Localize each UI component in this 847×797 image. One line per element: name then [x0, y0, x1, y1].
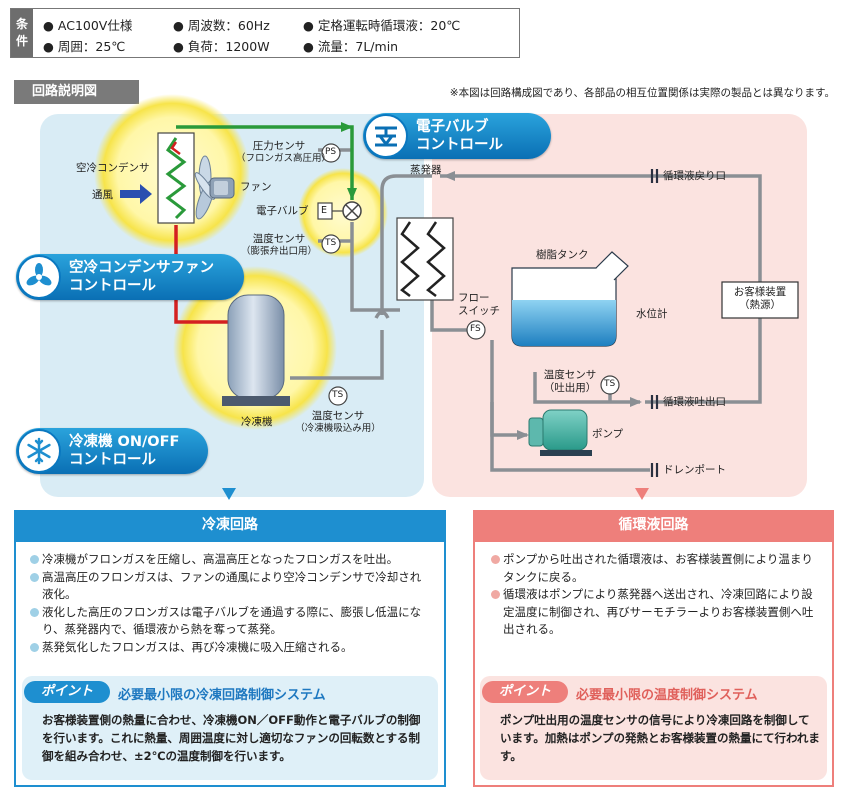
pipe-return — [440, 174, 762, 282]
label-compressor: 冷凍機 — [241, 416, 273, 428]
tank-icon — [511, 251, 629, 347]
label-temp-sensor-out: 温度センサ（吐出用） — [543, 369, 597, 395]
label-customer: お客様装置（熱源） — [733, 286, 787, 312]
refrigeration-bullets: 冷凍機がフロンガスを圧縮し、高温高圧となったフロンガスを吐出。 高温高圧のフロン… — [30, 551, 432, 656]
pipe-drain — [490, 402, 650, 472]
condition-rated-temp: ● 定格運転時循環液：20℃ — [303, 18, 461, 33]
circulation-bullet: 循環液はポンプにより蒸発器へ送出され、冷凍回路により設定温度に制御され、再びサー… — [491, 586, 823, 639]
label-return-port: 循環液戻り口 — [663, 170, 726, 182]
snowflake-icon — [17, 429, 61, 473]
valve-control-icon — [364, 114, 408, 158]
condition-load: ● 負荷：1200W — [173, 39, 270, 54]
circulation-bullet: ポンプから吐出された循環液は、お客様装置側により温まりタンクに戻る。 — [491, 551, 823, 586]
comp-control-line1: 冷凍機 ON/OFF — [69, 433, 180, 450]
label-level: 水位計 — [636, 308, 668, 320]
condenser-box — [157, 132, 195, 224]
valve-control-line1: 電子バルブ — [416, 118, 489, 135]
label-condenser: 空冷コンデンサ — [76, 162, 150, 174]
ts-text-out: TS — [604, 379, 616, 389]
diagram-title: 回路説明図 — [14, 80, 139, 104]
conditions-tag: 条 件 — [11, 9, 33, 57]
pipe-valve-down — [350, 222, 400, 312]
refrigeration-bullet: 冷凍機がフロンガスを圧縮し、高温高圧となったフロンガスを吐出。 — [30, 551, 432, 569]
pipe-outlet — [645, 318, 762, 404]
customer-box — [721, 281, 799, 319]
ts-sensor-out — [600, 375, 620, 395]
label-flow-switch: フロースイッチ — [458, 292, 500, 318]
label-pump: ポンプ — [592, 428, 624, 440]
refrigeration-point-body: お客様装置側の熱量に合わせ、冷凍機ON／OFF動作と電子バルブの制御を行います。… — [42, 713, 421, 763]
ts-sensor-comp — [328, 386, 348, 406]
fan-control-line2: コントロール — [69, 278, 156, 294]
pipe-return-comp — [290, 330, 384, 380]
label-drain-port: ドレンポート — [663, 464, 726, 476]
compressor-icon — [222, 294, 290, 406]
label-outlet-port: 循環液吐出口 — [663, 396, 726, 408]
circulation-point-body: ポンプ吐出用の温度センサの信号により冷凍回路を制御しています。加熱はポンプの発熱… — [500, 713, 820, 763]
condition-voltage: ● AC100V仕様 — [43, 18, 133, 33]
circulation-heading: 循環液回路 — [473, 510, 834, 540]
airflow-arrow — [120, 184, 152, 204]
pipe-evap-to-valve — [380, 174, 432, 315]
condition-frequency: ● 周波数：60Hz — [173, 18, 270, 33]
valve-control-badge: 電子バルブコントロール — [363, 113, 551, 159]
pipe-pump-down — [490, 340, 527, 437]
circuit-diagram — [94, 94, 799, 500]
fs-text: FS — [470, 324, 481, 334]
condition-flow: ● 流量：7L/min — [303, 39, 399, 54]
diagram-note: ※本図は回路構成図であり、各部品の相互位置関係は実際の製品とは異なります。 — [449, 87, 835, 99]
label-airflow: 通風 — [92, 189, 113, 201]
comp-control-line2: コントロール — [69, 452, 156, 468]
refrigeration-heading: 冷凍回路 — [14, 510, 446, 540]
fan-icon — [194, 155, 235, 220]
label-evaporator: 蒸発器 — [410, 164, 442, 176]
ts-text-comp: TS — [332, 390, 344, 400]
ps-text: PS — [325, 147, 337, 157]
label-valve: 電子バルブ — [256, 205, 309, 217]
circulation-point-label: ポイント — [482, 681, 568, 703]
fs-switch — [466, 320, 486, 340]
e-text: E — [321, 205, 328, 216]
fan-control-line1: 空冷コンデンサファン — [69, 259, 214, 276]
conditions-box: 条 件 ● AC100V仕様 ● 周波数：60Hz ● 定格運転時循環液：20℃… — [10, 8, 520, 58]
label-fan: ファン — [240, 181, 272, 193]
label-tank: 樹脂タンク — [536, 249, 589, 261]
pump-icon — [528, 409, 592, 456]
condition-ambient: ● 周囲：25℃ — [43, 39, 126, 54]
conditions-tag-2: 件 — [15, 34, 28, 48]
ts-text-valve: TS — [325, 238, 337, 248]
fan-control-icon — [17, 255, 61, 299]
refrigeration-bullet: 液化した高圧のフロンガスは電子バルブを通過する際に、膨張し低温になり、蒸発器内で… — [30, 604, 432, 639]
label-temp-sensor-valve: 温度センサ（膨張弁出口用） — [240, 233, 317, 258]
pipe-tank-to-pump — [533, 372, 640, 404]
label-temp-sensor-comp: 温度センサ（冷凍機吸込み用） — [295, 410, 381, 435]
pipe-evap-to-tank — [430, 298, 468, 332]
refrigeration-bullet: 蒸発気化したフロンガスは、再び冷凍機に吸入圧縮される。 — [30, 639, 432, 657]
ts-sensor-valve — [321, 234, 341, 254]
circulation-bullets: ポンプから吐出された循環液は、お客様装置側により温まりタンクに戻る。 循環液はポ… — [491, 551, 823, 639]
ps-sensor — [321, 143, 341, 163]
conditions-tag-1: 条 — [15, 17, 28, 32]
refrigeration-point-label: ポイント — [24, 681, 110, 703]
fan-control-badge: 空冷コンデンサファンコントロール — [16, 254, 244, 300]
refrigeration-point-title: 必要最小限の冷凍回路制御システム — [118, 688, 326, 703]
circulation-point-title: 必要最小限の温度制御システム — [576, 688, 758, 703]
refrigeration-bullet: 高温高圧のフロンガスは、ファンの通風により空冷コンデンサで冷却され液化。 — [30, 569, 432, 604]
valve-control-line2: コントロール — [416, 137, 503, 153]
label-pressure-sensor: 圧力センサ（フロンガス高圧用） — [236, 140, 332, 165]
comp-control-badge: 冷凍機 ON/OFF コントロール — [16, 428, 208, 474]
